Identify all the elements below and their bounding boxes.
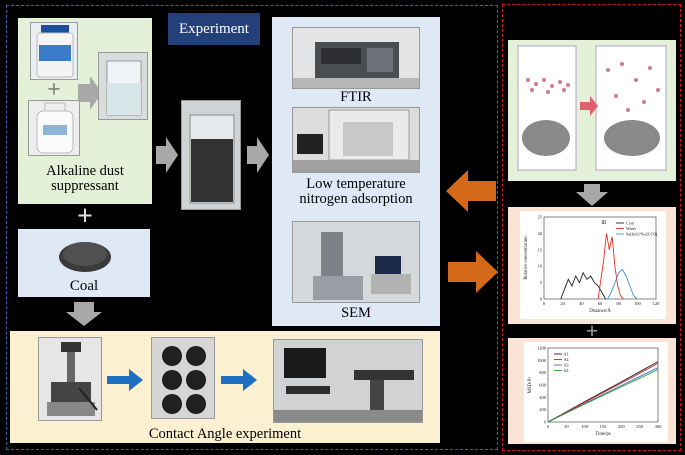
- chart-annotation: Ⅲ: [601, 220, 606, 226]
- series-line-4: [547, 369, 659, 423]
- plot-frame: [543, 216, 657, 300]
- gray-down-arrow-icon: [66, 302, 102, 331]
- ftir-label: FTIR: [340, 89, 372, 105]
- contact-angle-label: Contact Angle experiment: [148, 426, 302, 442]
- orange-right-arrow-icon: [448, 251, 498, 298]
- legend-entry: S4: [564, 368, 569, 373]
- alkaline-panel: + Alkaline dust suppressant: [18, 18, 152, 204]
- msd-chart: 0 50 100 150 200 250 300 0 200 400 600 800 1000 1200T…: [524, 342, 668, 442]
- blue-right-arrow-icon: [221, 369, 257, 396]
- gray-down-arrow-icon: [576, 184, 608, 211]
- tablet-press-photo: [38, 337, 102, 421]
- x-tick-label: 100: [634, 301, 642, 306]
- molecular-model-snapshots: [517, 45, 667, 171]
- x-tick-label: 200: [618, 424, 626, 429]
- legend-entry: Water: [626, 226, 637, 231]
- orange-left-arrow-icon: [446, 170, 496, 217]
- x-tick-label: 0: [547, 424, 550, 429]
- legend-entry: S3: [564, 363, 569, 368]
- alkaline-label: Alkaline dust suppressant: [18, 163, 152, 195]
- x-tick-label: 150: [600, 424, 608, 429]
- reagent-bottle-photo: [30, 22, 78, 80]
- gray-right-arrow-icon: [247, 137, 269, 178]
- ftir-photo: [292, 27, 420, 89]
- coal-powder-photo: [56, 235, 114, 278]
- experiment-title: Experiment: [168, 13, 260, 45]
- x-tick-label: 80: [616, 301, 621, 306]
- x-tick-label: 120: [653, 301, 661, 306]
- series-line-3: [607, 268, 638, 300]
- simulation-frame: [502, 4, 681, 451]
- x-tick-label: 60: [598, 301, 603, 306]
- y-tick-label: 25: [538, 215, 543, 220]
- x-tick-label: 0: [543, 301, 546, 306]
- low-temperature-nitrogen-adsorption-photo: [292, 107, 420, 173]
- y-tick-label: 1200: [537, 346, 547, 351]
- simulation-snapshot-panel: [508, 40, 676, 181]
- solution-beaker-photo: [98, 52, 148, 120]
- legend-entry: Sa(Imb?Na2CO3): [626, 232, 658, 237]
- characterization-panel: FTIR Low temperature nitrogen adsorption…: [272, 17, 440, 326]
- alkaline-label-line2: suppressant: [51, 178, 119, 195]
- coal-panel: Coal: [18, 229, 150, 297]
- ltna-label-line2: nitrogen adsorption: [299, 191, 413, 208]
- contact-angle-instrument-photo: [273, 339, 423, 423]
- y-tick-label: 400: [539, 395, 547, 400]
- plot-background: [520, 211, 666, 319]
- series-line-2: [597, 233, 624, 300]
- sem-label: SEM: [341, 305, 371, 321]
- x-tick-label: 300: [655, 424, 663, 429]
- y-axis-label: Relative concentration: [524, 236, 529, 280]
- plot-frame: [547, 347, 659, 423]
- coal-pellets-photo: [151, 337, 215, 419]
- legend-entry: S1: [564, 352, 569, 357]
- gray-right-arrow-icon: [78, 76, 102, 115]
- y-tick-label: 600: [539, 383, 547, 388]
- ltna-label-line1: Low temperature: [306, 176, 406, 192]
- powder-bottle-photo: [28, 100, 80, 156]
- legend-entry: S2: [564, 357, 569, 362]
- y-tick-label: 0: [544, 420, 547, 425]
- contact-angle-panel: Contact Angle experiment: [10, 331, 440, 443]
- blue-right-arrow-icon: [107, 369, 143, 396]
- x-tick-label: 50: [564, 424, 569, 429]
- plus-icon: +: [585, 318, 599, 343]
- plus-icon: +: [47, 77, 61, 103]
- coal-slurry-beaker-photo: [181, 100, 241, 210]
- y-tick-label: 200: [539, 407, 547, 412]
- y-tick-label: 5: [540, 280, 543, 285]
- y-tick-label: 1000: [537, 358, 547, 363]
- series-line-2: [547, 363, 659, 423]
- legend-entry: Coal: [626, 221, 635, 226]
- x-tick-label: 250: [636, 424, 644, 429]
- y-tick-label: 800: [539, 370, 547, 375]
- experiment-frame: [6, 5, 498, 450]
- x-tick-label: 20: [560, 301, 565, 306]
- y-tick-label: 20: [538, 231, 543, 236]
- plus-icon: +: [77, 201, 93, 232]
- y-tick-label: 10: [538, 264, 543, 269]
- gray-right-arrow-icon: [156, 137, 178, 178]
- ltna-label: Low temperature nitrogen adsorption: [272, 176, 440, 208]
- series-line-1: [560, 271, 606, 300]
- x-axis-label: Distance/Å: [589, 308, 611, 314]
- coal-label: Coal: [69, 278, 99, 294]
- sem-photo: [292, 221, 420, 303]
- y-tick-label: 0: [540, 297, 543, 302]
- y-tick-label: 15: [538, 247, 543, 252]
- x-axis-label: Time/ps: [595, 432, 611, 437]
- x-tick-label: 100: [581, 424, 589, 429]
- x-tick-label: 40: [579, 301, 584, 306]
- y-axis-label: MSD/Å²: [527, 376, 533, 393]
- alkaline-label-line1: Alkaline dust: [46, 163, 124, 179]
